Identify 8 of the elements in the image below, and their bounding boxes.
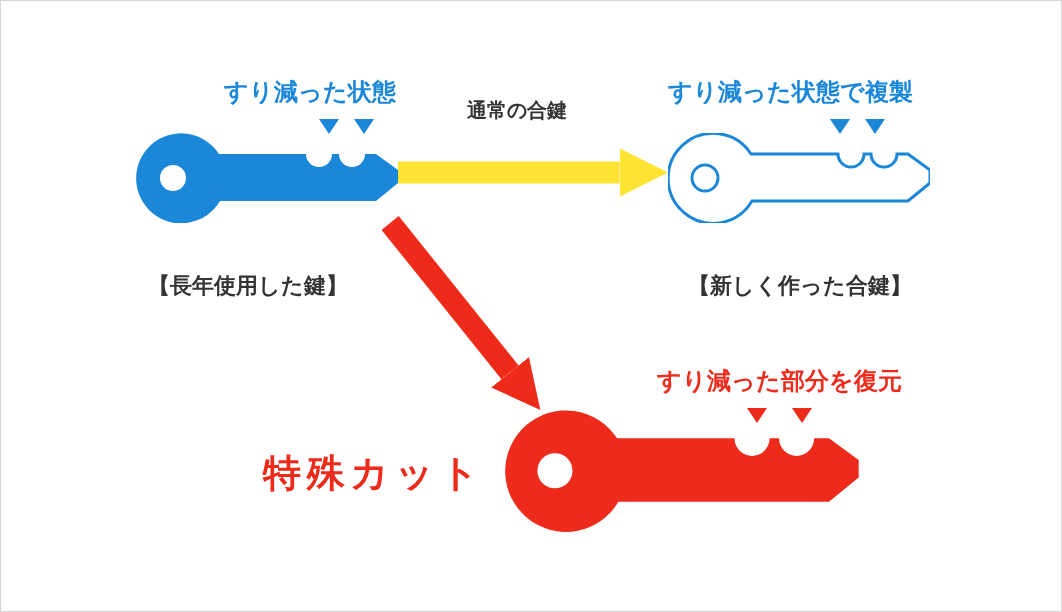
- caption-label: 【新しく作った合鍵】: [688, 272, 912, 300]
- caption-label: すり減った状態: [224, 77, 396, 108]
- arrow: [381, 216, 541, 410]
- caption-label: 【長年使用した鍵】: [148, 272, 348, 300]
- caption-label: すり減った部分を復元: [657, 366, 902, 397]
- arrow: [398, 148, 668, 197]
- heading-label: 特殊カット: [263, 450, 485, 497]
- caption-label: すり減った状態で複製: [668, 77, 913, 108]
